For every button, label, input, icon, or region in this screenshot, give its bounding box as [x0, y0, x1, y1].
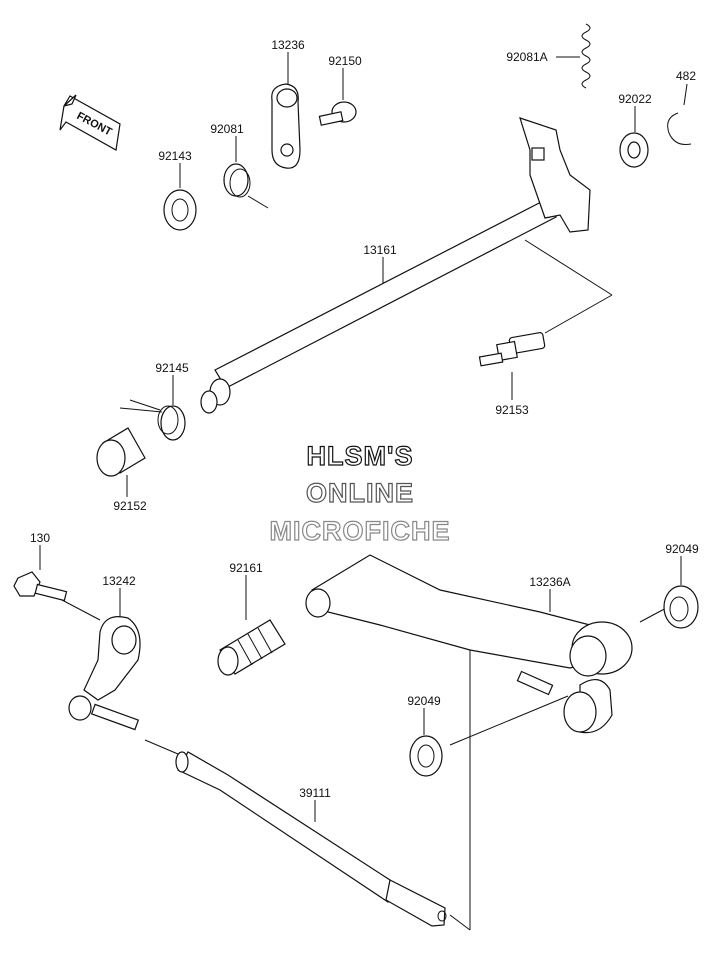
- part-92161: [217, 619, 286, 676]
- part-13161: [200, 117, 591, 414]
- part-92153: [478, 332, 546, 367]
- part-482: [667, 112, 692, 145]
- part-92081A: [581, 23, 591, 89]
- watermark-line-1: HLSM'S: [307, 441, 414, 471]
- label-92081A: 92081A: [506, 50, 547, 64]
- part-13236A: [305, 554, 633, 734]
- part-92150: [318, 101, 357, 126]
- watermark-line-3: MICROFICHE: [270, 516, 451, 546]
- label-92049-left: 92049: [407, 694, 441, 708]
- label-13242: 13242: [102, 574, 136, 588]
- part-13236: [271, 83, 301, 169]
- label-92022: 92022: [618, 92, 652, 106]
- label-482: 482: [676, 69, 696, 83]
- label-92150: 92150: [328, 54, 362, 68]
- label-13236: 13236: [271, 38, 305, 52]
- label-92081: 92081: [210, 122, 244, 136]
- part-130: [13, 571, 68, 602]
- part-39111: [175, 751, 447, 927]
- part-92022: [619, 132, 649, 168]
- label-13161: 13161: [363, 243, 397, 257]
- part-92145: [119, 399, 186, 441]
- label-13236A: 13236A: [529, 575, 570, 589]
- label-92049-right: 92049: [665, 542, 699, 556]
- watermark-line-2: ONLINE: [306, 478, 414, 508]
- part-labels: 13236 92150 92081A 482 92022 92081 92143…: [30, 38, 699, 800]
- label-92153: 92153: [495, 403, 529, 417]
- label-130: 130: [30, 531, 50, 545]
- front-arrow: FRONT: [59, 94, 121, 151]
- part-92049-right: [663, 585, 699, 629]
- part-92081: [223, 163, 269, 209]
- part-92049-left: [409, 735, 443, 777]
- label-92143: 92143: [158, 149, 192, 163]
- label-92145: 92145: [155, 361, 189, 375]
- watermark: HLSM'S ONLINE MICROFICHE: [269, 440, 451, 546]
- part-92143: [163, 189, 197, 231]
- label-39111: 39111: [299, 786, 331, 800]
- part-13242: [68, 616, 141, 731]
- label-92152: 92152: [113, 499, 147, 513]
- part-92152: [96, 427, 146, 477]
- label-92161: 92161: [229, 561, 263, 575]
